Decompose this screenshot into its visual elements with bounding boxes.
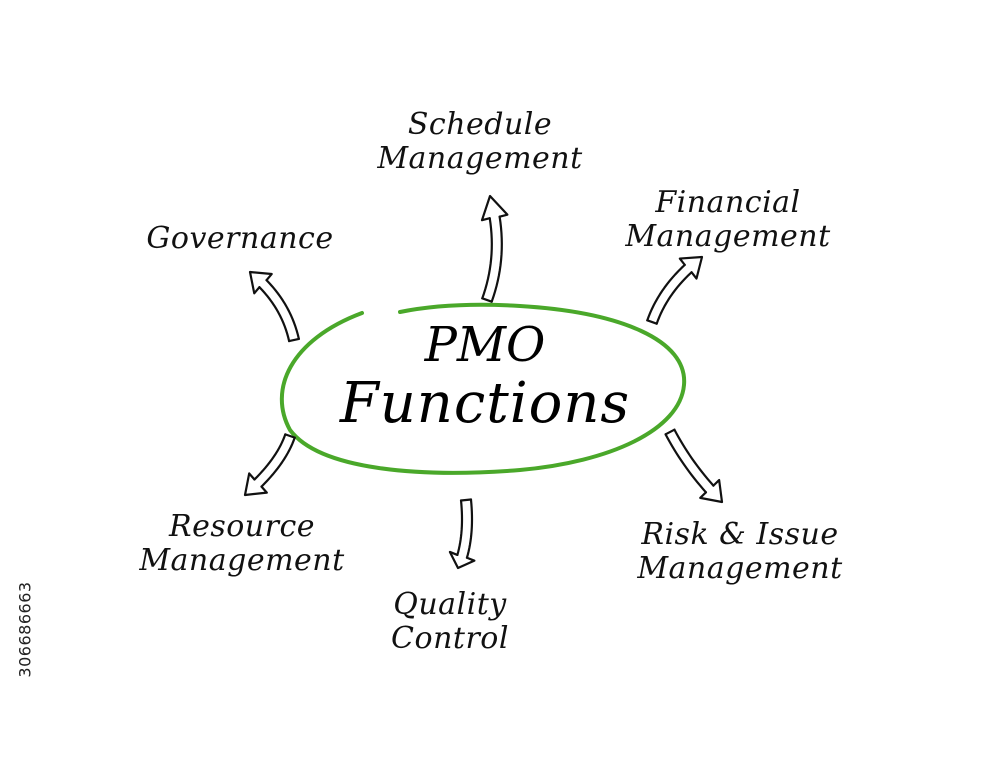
node-governance-line1: Governance: [146, 221, 334, 256]
node-resource-line1: Resource: [168, 509, 316, 544]
arrow-to-financial: [646, 255, 704, 325]
center-title-line1: PMO: [424, 317, 546, 373]
node-governance: Governance: [120, 222, 360, 256]
arrow-to-resource: [243, 433, 296, 497]
node-resource: Resource Management: [112, 510, 372, 578]
center-title: PMO Functions: [330, 318, 640, 436]
node-financial: Financial Management: [598, 186, 858, 254]
node-schedule-line2: Management: [377, 141, 583, 176]
node-risk: Risk & Issue Management: [610, 518, 870, 586]
node-quality: Quality Control: [350, 588, 550, 656]
stock-id: 306686663: [15, 581, 35, 678]
center-ellipse: [279, 302, 687, 475]
node-schedule-line1: Schedule: [407, 107, 553, 142]
node-quality-line2: Control: [391, 621, 509, 656]
node-resource-line2: Management: [139, 543, 345, 578]
arrow-to-governance: [248, 270, 300, 343]
node-financial-line2: Management: [625, 219, 831, 254]
arrow-to-risk: [664, 428, 724, 504]
node-risk-line1: Risk & Issue: [641, 517, 839, 552]
center-title-line2: Functions: [339, 371, 631, 436]
node-schedule: Schedule Management: [350, 108, 610, 176]
node-risk-line2: Management: [637, 551, 843, 586]
node-financial-line1: Financial: [655, 185, 801, 220]
arrow-to-schedule: [480, 194, 509, 303]
node-quality-line1: Quality: [393, 587, 507, 622]
arrow-to-quality: [448, 498, 476, 570]
